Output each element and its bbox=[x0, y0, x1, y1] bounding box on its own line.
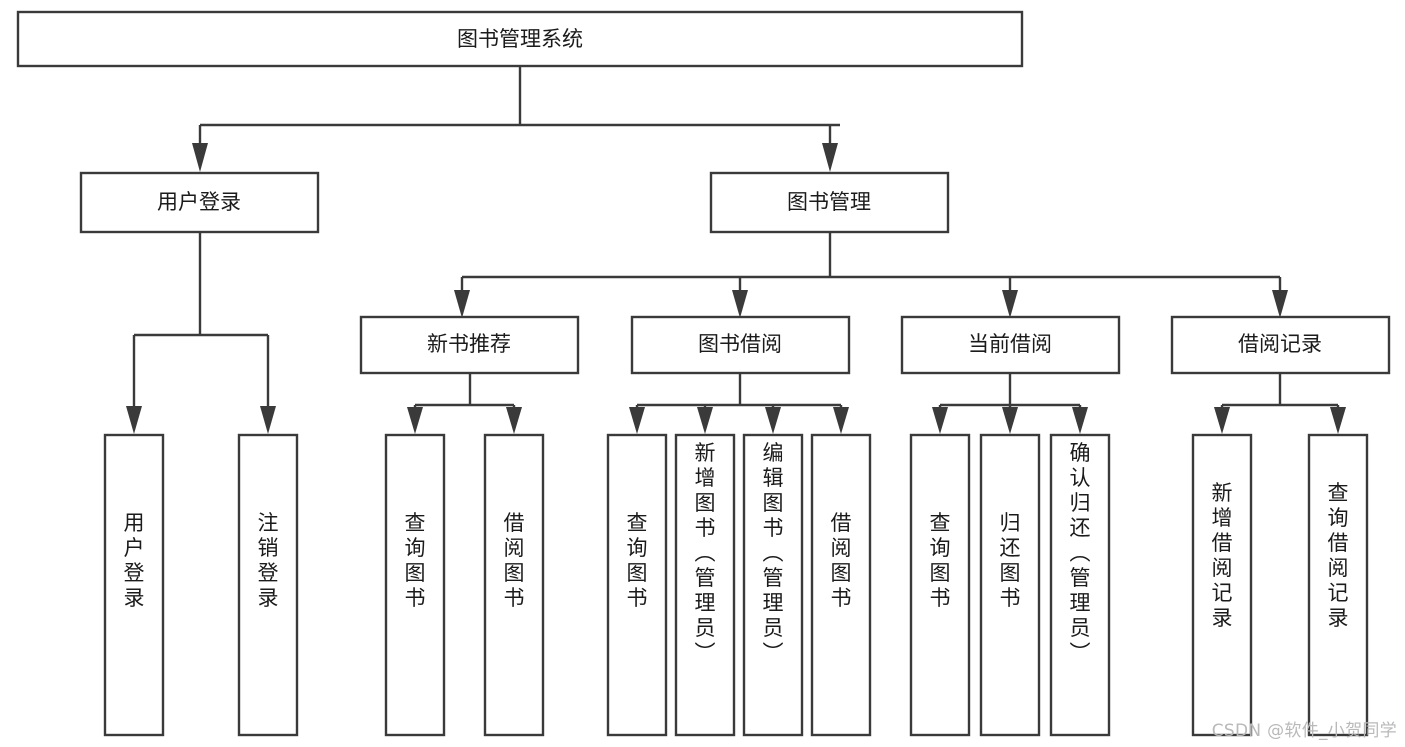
leaf-node-borrow-book[interactable]: 借阅图书 bbox=[810, 433, 872, 737]
connector-group-bookmgmt bbox=[454, 232, 1288, 318]
arrow-head-root-to-bookmgmt bbox=[822, 143, 838, 172]
arrow-head-bookmgmt-c3 bbox=[1002, 290, 1018, 318]
node-current-borrow[interactable]: 当前借阅 bbox=[900, 315, 1121, 375]
node-current-borrow-label: 当前借阅 bbox=[968, 332, 1052, 356]
arrow-head-bookborrow-leaf2 bbox=[697, 407, 713, 434]
leaf-borrow-book-label: 借阅图书 bbox=[831, 511, 852, 610]
node-book-management-label: 图书管理 bbox=[787, 190, 871, 214]
arrow-head-bookborrow-leaf4 bbox=[833, 407, 849, 434]
node-user-login[interactable]: 用户登录 bbox=[79, 171, 320, 234]
arrow-head-userlogin-leaf1 bbox=[126, 406, 142, 434]
leaf-query-book-recommend-label: 查询图书 bbox=[405, 511, 426, 610]
leaf-logout-label: 注销登录 bbox=[258, 511, 279, 610]
leaf-add-book-label: 新增图书︵管理员︶ bbox=[695, 441, 716, 665]
leaf-return-book-box[interactable] bbox=[979, 433, 1041, 737]
arrow-head-bookmgmt-c1 bbox=[454, 290, 470, 318]
leaf-borrow-book-recommend-box[interactable] bbox=[483, 433, 545, 737]
arrow-head-borrowrecord-leaf2 bbox=[1330, 407, 1346, 434]
leaf-add-borrow-record-label: 新增借阅记录 bbox=[1212, 481, 1233, 630]
leaf-user-login-label: 用户登录 bbox=[124, 511, 145, 610]
connector-group-bookborrow bbox=[629, 373, 849, 434]
leaf-node-user-login[interactable]: 用户登录 bbox=[103, 433, 165, 737]
leaf-borrow-book-box[interactable] bbox=[810, 433, 872, 737]
leaf-query-book-current-label: 查询图书 bbox=[930, 511, 951, 610]
arrow-head-currentborrow-leaf2 bbox=[1002, 407, 1018, 434]
csdn-watermark: CSDN @软件_小贺同学 bbox=[1211, 721, 1397, 741]
node-user-login-label: 用户登录 bbox=[157, 190, 241, 214]
leaf-confirm-return-label: 确认归还︵管理员︶ bbox=[1070, 441, 1091, 665]
leaf-edit-book-box[interactable] bbox=[742, 433, 804, 737]
leaf-node-query-borrow-record[interactable]: 查询借阅记录 bbox=[1307, 433, 1369, 737]
leaf-node-edit-book[interactable]: 编辑图书︵管理员︶ bbox=[742, 433, 804, 737]
node-borrow-record[interactable]: 借阅记录 bbox=[1170, 315, 1391, 375]
leaf-query-book-borrow-box[interactable] bbox=[606, 433, 668, 737]
arrow-head-userlogin-leaf2 bbox=[260, 406, 276, 434]
node-book-management[interactable]: 图书管理 bbox=[709, 171, 950, 234]
connector-group-root bbox=[192, 66, 840, 172]
leaf-node-query-book-borrow[interactable]: 查询图书 bbox=[606, 433, 668, 737]
arrow-head-borrowrecord-leaf1 bbox=[1214, 407, 1230, 434]
leaf-query-book-recommend-box[interactable] bbox=[384, 433, 446, 737]
node-root-box[interactable] bbox=[16, 10, 1024, 68]
leaf-node-borrow-book-recommend[interactable]: 借阅图书 bbox=[483, 433, 545, 737]
connector-group-newbook bbox=[407, 373, 522, 434]
leaf-node-logout[interactable]: 注销登录 bbox=[237, 433, 299, 737]
leaf-return-book-label: 归还图书 bbox=[1000, 511, 1021, 610]
node-book-borrow-box[interactable] bbox=[630, 315, 851, 375]
node-new-book-recommend-box[interactable] bbox=[359, 315, 580, 375]
node-borrow-record-label: 借阅记录 bbox=[1238, 332, 1322, 356]
node-book-management-box[interactable] bbox=[709, 171, 950, 234]
arrow-head-bookmgmt-c2 bbox=[732, 290, 748, 318]
leaf-node-add-borrow-record[interactable]: 新增借阅记录 bbox=[1191, 433, 1253, 737]
arrow-head-bookmgmt-c4 bbox=[1272, 290, 1288, 318]
leaf-query-book-borrow-label: 查询图书 bbox=[627, 511, 648, 610]
leaf-node-query-book-current[interactable]: 查询图书 bbox=[909, 433, 971, 737]
arrow-head-bookborrow-leaf3 bbox=[765, 407, 781, 434]
node-root-book-management-system[interactable]: 图书管理系统 bbox=[16, 10, 1024, 68]
node-new-book-recommend[interactable]: 新书推荐 bbox=[359, 315, 580, 375]
connector-group-currentborrow bbox=[932, 373, 1088, 434]
node-user-login-box[interactable] bbox=[79, 171, 320, 234]
node-borrow-record-box[interactable] bbox=[1170, 315, 1391, 375]
leaf-edit-book-label: 编辑图书︵管理员︶ bbox=[763, 441, 784, 665]
leaf-node-query-book-recommend[interactable]: 查询图书 bbox=[384, 433, 446, 737]
arrow-head-currentborrow-leaf1 bbox=[932, 407, 948, 434]
leaf-add-borrow-record-box[interactable] bbox=[1191, 433, 1253, 737]
leaf-node-return-book[interactable]: 归还图书 bbox=[979, 433, 1041, 737]
node-root-label: 图书管理系统 bbox=[457, 27, 583, 51]
arrow-head-bookborrow-leaf1 bbox=[629, 407, 645, 434]
leaf-node-add-book[interactable]: 新增图书︵管理员︶ bbox=[674, 433, 736, 737]
leaf-user-login-box[interactable] bbox=[103, 433, 165, 737]
leaf-query-book-current-box[interactable] bbox=[909, 433, 971, 737]
node-new-book-recommend-label: 新书推荐 bbox=[427, 332, 511, 356]
arrow-head-newbook-leaf1 bbox=[407, 407, 423, 434]
leaf-node-confirm-return[interactable]: 确认归还︵管理员︶ bbox=[1049, 433, 1111, 737]
arrow-head-currentborrow-leaf3 bbox=[1072, 407, 1088, 434]
node-book-borrow-label: 图书借阅 bbox=[698, 332, 782, 356]
leaf-query-borrow-record-label: 查询借阅记录 bbox=[1328, 481, 1349, 630]
arrow-head-root-to-userlogin bbox=[192, 143, 208, 172]
leaf-logout-box[interactable] bbox=[237, 433, 299, 737]
arrow-head-newbook-leaf2 bbox=[506, 407, 522, 434]
leaf-confirm-return-box[interactable] bbox=[1049, 433, 1111, 737]
node-current-borrow-box[interactable] bbox=[900, 315, 1121, 375]
connector-group-userlogin bbox=[126, 232, 276, 434]
leaf-borrow-book-recommend-label: 借阅图书 bbox=[504, 511, 525, 610]
node-book-borrow[interactable]: 图书借阅 bbox=[630, 315, 851, 375]
leaf-add-book-box[interactable] bbox=[674, 433, 736, 737]
connector-group-borrowrecord bbox=[1214, 373, 1346, 434]
leaf-query-borrow-record-box[interactable] bbox=[1307, 433, 1369, 737]
